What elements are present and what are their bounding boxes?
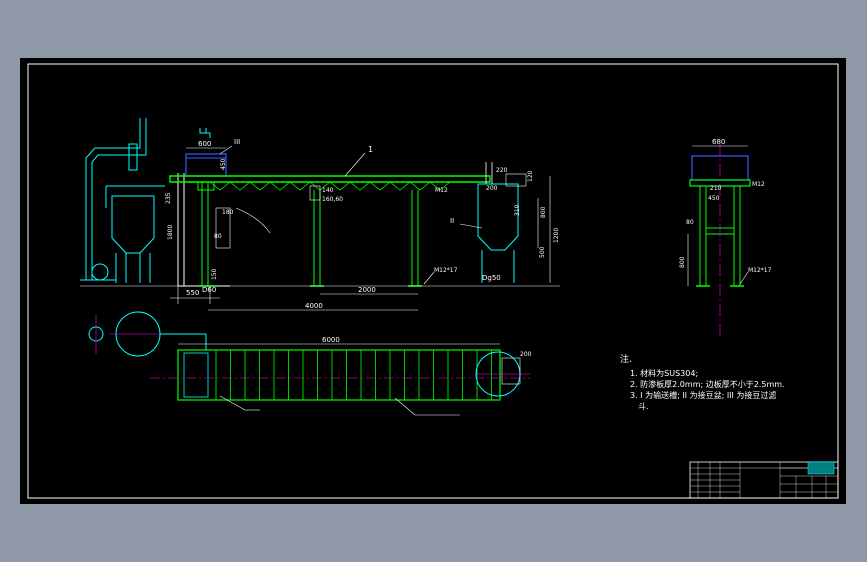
- side-dim-210: 210: [710, 185, 722, 192]
- side-view: 680 450 210 80 800 M12 M12*17: [679, 138, 772, 340]
- plan-inlet-box: [183, 352, 209, 398]
- note-3: 3. I 为输送槽; II 为接豆盆; III 为接豆过滤: [630, 390, 776, 400]
- leader-iii: [219, 145, 233, 155]
- feed-pipe-upper: [139, 118, 147, 138]
- side-dim-80: 80: [686, 219, 694, 226]
- drawing-canvas: 550 D60 600 III 450 235 1: [27, 63, 839, 499]
- bracket-detail: [309, 185, 321, 201]
- dim-1200: 1200: [553, 228, 560, 243]
- left-tank: [111, 195, 155, 254]
- item-no-1: 1: [368, 145, 373, 154]
- notes-heading: 注.: [620, 353, 632, 365]
- plan-hopper-outlet: [501, 357, 521, 385]
- valve-box: [128, 143, 138, 171]
- hopper-ii-label: II: [450, 217, 454, 225]
- dim-800: 800: [540, 206, 547, 218]
- leg-3: [411, 190, 419, 286]
- plan-view: 6000 200: [88, 311, 532, 416]
- feed-pipe: [85, 138, 147, 280]
- title-block-rows: [690, 467, 838, 493]
- plan-leader-right: [394, 397, 416, 416]
- water-inlet: [199, 128, 211, 138]
- plan-trough-slats: [215, 350, 492, 400]
- hopper-iii-label: III: [234, 138, 240, 146]
- note-2: 2. 防渗板厚2.0mm; 边板厚不小于2.5mm.: [630, 379, 785, 389]
- dim-200: 200: [486, 185, 498, 192]
- dim-2000: 2000: [358, 286, 376, 294]
- dim-1800: 1800: [167, 225, 174, 240]
- m12-label: M12: [435, 187, 448, 194]
- dim-600: 600: [198, 140, 211, 148]
- dim-220: 220: [496, 167, 508, 174]
- dim-310: 310: [514, 204, 521, 216]
- dim-550: 550: [186, 289, 199, 297]
- note-3-cont: 斗.: [638, 402, 649, 411]
- dim-140: 140: [322, 187, 334, 194]
- title-block: [689, 461, 839, 499]
- dim-235: 235: [165, 192, 172, 204]
- side-m12x17: M12*17: [748, 267, 772, 274]
- right-hopper-legs: [481, 250, 515, 283]
- company-logo: [807, 461, 835, 475]
- plan-leader-left: [219, 395, 246, 411]
- m12x17-label: M12*17: [434, 267, 458, 274]
- right-post: [485, 162, 493, 184]
- left-tank-legs: [115, 253, 151, 283]
- conveyor-trough: [169, 175, 491, 183]
- title-block-cols-right: [779, 462, 827, 498]
- leg-1: [201, 182, 209, 286]
- notes-block: 注. 1. 材料为SUS304; 2. 防渗板厚2.0mm; 边板厚不小于2.5…: [620, 353, 785, 411]
- side-dim-680: 680: [712, 138, 725, 146]
- dim-160-60: 160,60: [322, 196, 343, 203]
- dim-450: 450: [220, 158, 227, 170]
- side-dim-450: 450: [708, 195, 720, 202]
- dg50-label: Dg50: [482, 274, 501, 282]
- trough-baffles: [209, 181, 451, 191]
- drawing-frame: [27, 63, 839, 499]
- pump-icon: [91, 263, 109, 281]
- leader-curve: [235, 207, 271, 234]
- leg-1-bracket: [197, 181, 215, 191]
- dim-120: 120: [527, 170, 534, 182]
- dim-6000: 6000: [322, 336, 340, 344]
- dim-80: 80: [214, 233, 222, 240]
- drawing-sheet: 550 D60 600 III 450 235 1: [20, 58, 846, 504]
- dim-d60: D60: [202, 286, 216, 294]
- leader-ii: [459, 223, 483, 229]
- title-block-cols-left: [697, 462, 741, 498]
- side-legs: [699, 186, 741, 286]
- dim-4000: 4000: [305, 302, 323, 310]
- dim-500: 500: [539, 246, 546, 258]
- right-inlet-box: [505, 173, 527, 187]
- side-dim-800: 800: [679, 256, 686, 268]
- dim-180: 180: [222, 209, 234, 216]
- elevation-view: 550 D60 600 III 450 235 1: [80, 118, 560, 311]
- leg-2: [313, 190, 321, 286]
- leader-item-1: [344, 152, 366, 177]
- leader-m12x17: [423, 271, 435, 285]
- note-1: 1. 材料为SUS304;: [630, 368, 698, 378]
- side-m12: M12: [752, 181, 765, 188]
- inner-duct: [215, 207, 231, 249]
- plan-trough: [177, 349, 501, 401]
- right-hopper: [477, 183, 519, 251]
- dim-150: 150: [211, 268, 218, 280]
- plan-dim-200: 200: [520, 351, 532, 358]
- side-leader-m12x17: [739, 271, 749, 285]
